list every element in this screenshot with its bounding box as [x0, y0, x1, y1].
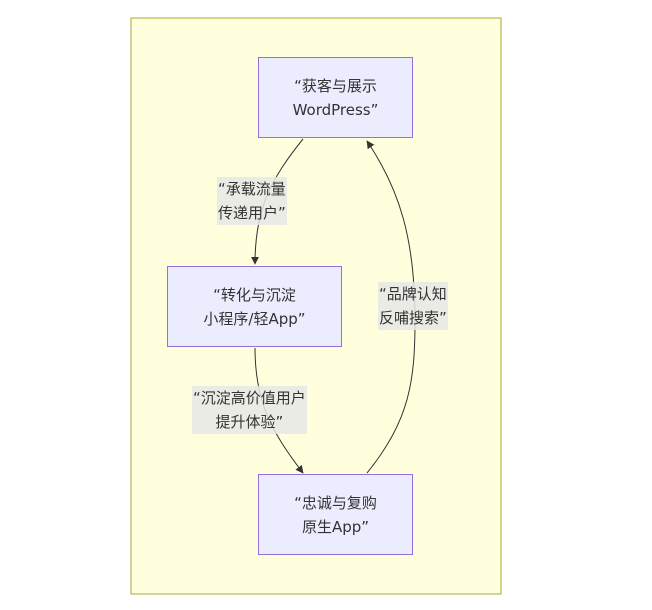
edge-label-acquire-to-convert: “承载流量 传递用户”: [217, 177, 287, 225]
node-label-line2: 原生App”: [301, 517, 370, 536]
edge-label-line2: 提升体验”: [215, 413, 284, 431]
node-label-line1: “获客与展示: [294, 76, 377, 95]
edge-label-loyalty-to-acquire: “品牌认知 反哺搜索”: [378, 282, 448, 330]
node-convert-miniprogram[interactable]: “转化与沉淀 小程序/轻App”: [167, 266, 342, 347]
node-label-line1: “忠诚与复购: [294, 493, 377, 512]
edge-label-line1: “品牌认知: [379, 285, 447, 303]
edge-label-line2: 反哺搜索”: [379, 309, 447, 327]
node-label-line2: 小程序/轻App”: [203, 309, 306, 328]
edge-label-line2: 传递用户”: [218, 204, 286, 222]
edge-label-line1: “沉淀高价值用户: [193, 389, 306, 407]
node-label-line2: WordPress”: [292, 100, 379, 119]
edge-label-convert-to-loyalty: “沉淀高价值用户 提升体验”: [192, 386, 307, 434]
node-loyalty-native-app[interactable]: “忠诚与复购 原生App”: [258, 474, 413, 555]
node-acquire-wordpress[interactable]: “获客与展示 WordPress”: [258, 57, 413, 138]
node-label-line1: “转化与沉淀: [213, 285, 296, 304]
edge-label-line1: “承载流量: [218, 180, 286, 198]
